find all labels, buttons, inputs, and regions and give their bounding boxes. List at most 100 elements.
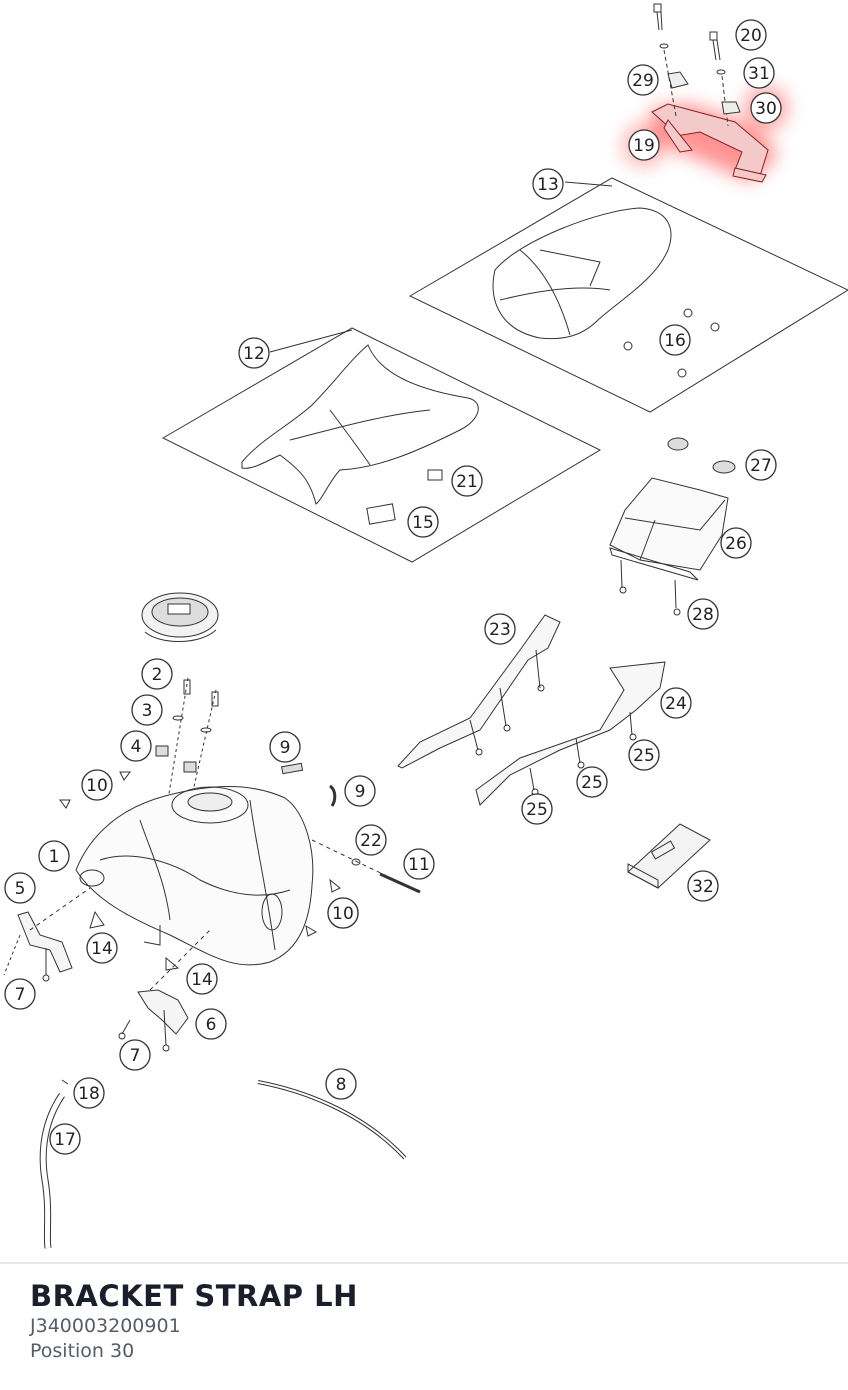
callout-7[interactable]: 7 [119,1039,151,1071]
bolts-top [653,3,741,127]
callout-number: 9 [280,738,291,758]
callout-number: 23 [489,620,511,640]
callout-25[interactable]: 25 [628,739,660,771]
callout-circle [195,1008,227,1040]
callout-circle [119,1039,151,1071]
callout-30[interactable]: 30 [750,92,782,124]
callout-22[interactable]: 22 [355,824,387,856]
callout-18[interactable]: 18 [73,1077,105,1109]
callout-circle [660,687,692,719]
callout-21[interactable]: 21 [451,465,483,497]
callout-circle [407,506,439,538]
divider [0,1262,848,1264]
callout-number: 19 [633,136,655,156]
callout-circle [344,775,376,807]
callout-number: 7 [15,985,26,1005]
callout-3[interactable]: 3 [131,694,163,726]
callout-number: 6 [206,1015,217,1035]
callout-14[interactable]: 14 [186,963,218,995]
callout-25[interactable]: 25 [576,766,608,798]
callout-circle [659,324,691,356]
callout-number: 28 [692,605,714,625]
part-number: J340003200901 [30,1315,181,1337]
hose-part[interactable] [39,1079,69,1249]
callout-circle [628,739,660,771]
callout-9[interactable]: 9 [269,731,301,763]
callout-12[interactable]: 12 [238,337,270,369]
callout-31[interactable]: 31 [743,57,775,89]
callout-number: 29 [632,71,654,91]
callout-number: 3 [142,701,153,721]
callout-number: 13 [537,175,559,195]
fuel-cap-part[interactable] [141,592,219,642]
callout-circle [73,1077,105,1109]
callout-23[interactable]: 23 [484,613,516,645]
rider-seat-part[interactable] [161,327,602,563]
callout-14[interactable]: 14 [86,932,118,964]
callout-circle [451,465,483,497]
callout-1[interactable]: 1 [38,840,70,872]
callout-circle [735,19,767,51]
callout-number: 30 [755,99,777,119]
callout-4[interactable]: 4 [120,730,152,762]
callout-circle [521,793,553,825]
callout-10[interactable]: 10 [327,897,359,929]
bracket-strap-part[interactable] [651,103,769,183]
callout-8[interactable]: 8 [325,1068,357,1100]
callout-20[interactable]: 20 [735,19,767,51]
callout-circle [238,337,270,369]
side-bracket-parts[interactable] [3,887,211,1052]
callout-circle [745,449,777,481]
callout-5[interactable]: 5 [4,872,36,904]
callout-number: 25 [581,773,603,793]
callout-17[interactable]: 17 [49,1123,81,1155]
callout-24[interactable]: 24 [660,687,692,719]
callout-circle [49,1123,81,1155]
callout-19[interactable]: 19 [628,129,660,161]
callout-number: 18 [78,1084,100,1104]
callout-9[interactable]: 9 [344,775,376,807]
callout-10[interactable]: 10 [81,769,113,801]
callout-circle [355,824,387,856]
callout-number: 15 [412,513,434,533]
callout-number: 14 [191,970,213,990]
rear-frame-part[interactable] [609,437,736,616]
callout-29[interactable]: 29 [627,64,659,96]
callout-circle [750,92,782,124]
tank-bolts [155,677,337,849]
callout-25[interactable]: 25 [521,793,553,825]
callout-16[interactable]: 16 [659,324,691,356]
callout-circle [81,769,113,801]
rear-seat-part[interactable] [408,177,848,413]
callout-number: 10 [86,776,108,796]
callout-circle [327,897,359,929]
callout-number: 25 [526,800,548,820]
callout-circle [720,527,752,559]
callout-circle [4,978,36,1010]
callout-32[interactable]: 32 [687,870,719,902]
seal-strip-part[interactable] [257,1080,407,1160]
callout-6[interactable]: 6 [195,1008,227,1040]
callout-13[interactable]: 13 [532,168,564,200]
subframe-rails-part[interactable] [397,614,666,806]
fuel-tank-part[interactable] [59,771,421,971]
callout-27[interactable]: 27 [745,449,777,481]
callout-circle [743,57,775,89]
callout-circle [403,848,435,880]
callout-number: 32 [692,877,714,897]
callout-number: 1 [49,847,60,867]
callout-circle [38,840,70,872]
callout-11[interactable]: 11 [403,848,435,880]
callout-circle [4,872,36,904]
callout-circle [131,694,163,726]
callout-number: 17 [54,1130,76,1150]
part-position: Position 30 [30,1340,135,1362]
callout-number: 14 [91,939,113,959]
callout-number: 8 [336,1075,347,1095]
callout-15[interactable]: 15 [407,506,439,538]
callout-2[interactable]: 2 [141,658,173,690]
callout-28[interactable]: 28 [687,598,719,630]
callout-7[interactable]: 7 [4,978,36,1010]
callout-26[interactable]: 26 [720,527,752,559]
box-part[interactable] [627,823,711,889]
